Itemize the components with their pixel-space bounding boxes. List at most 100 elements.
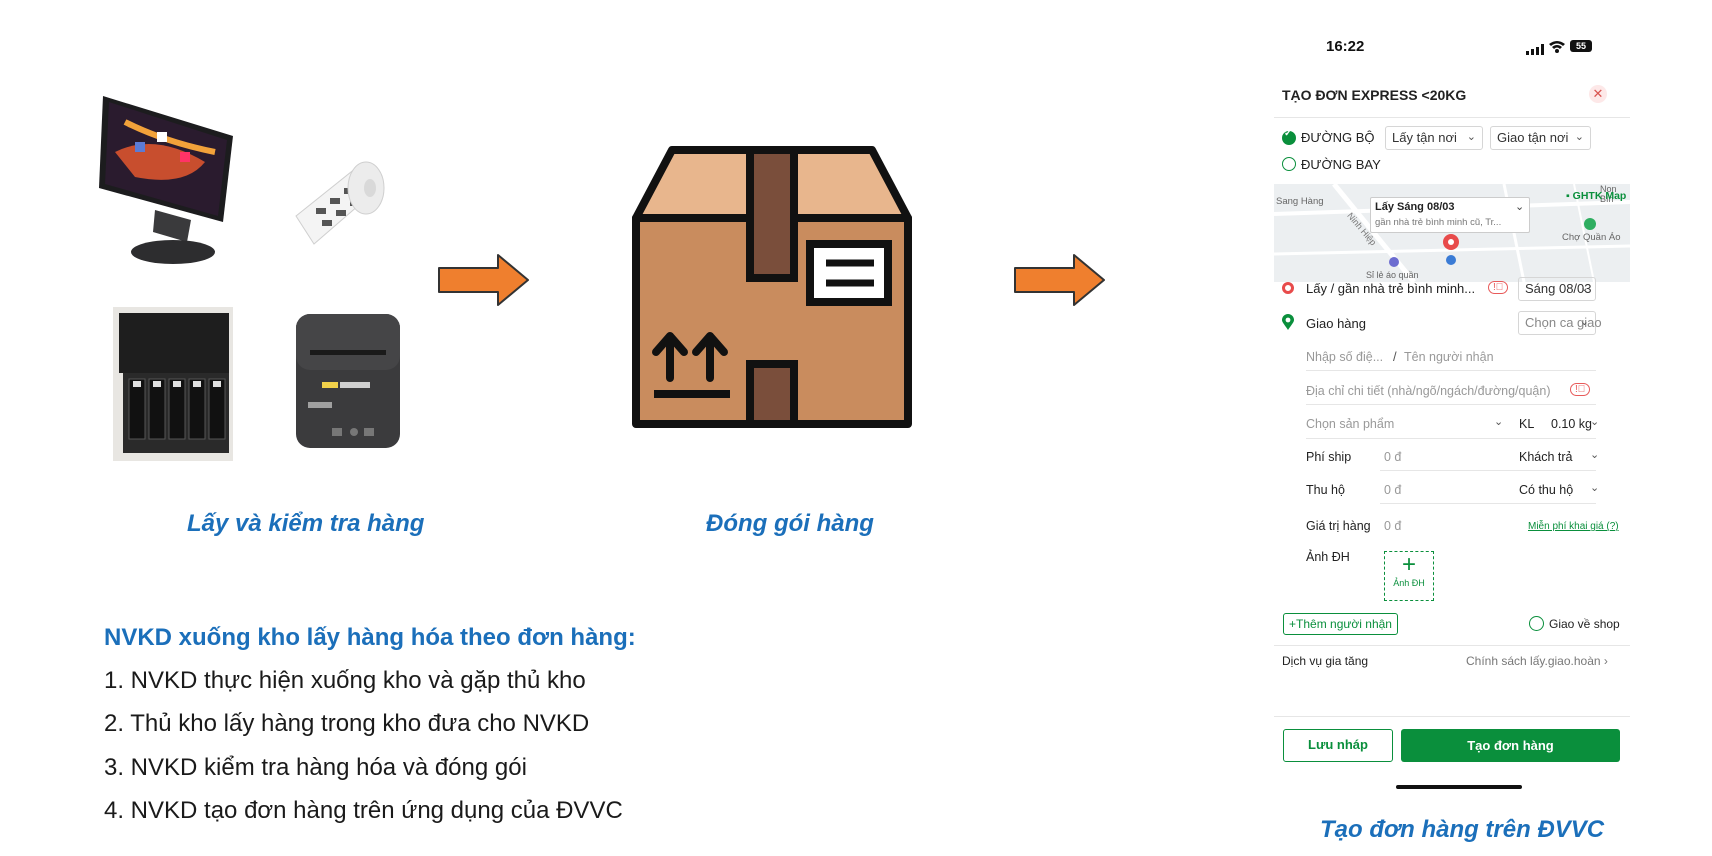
ship-fee-label: Phí ship <box>1306 450 1352 464</box>
return-shop-radio[interactable] <box>1529 616 1544 631</box>
shift-select[interactable]: Chọn ca giao⌄ <box>1518 311 1602 335</box>
divider <box>1380 470 1596 471</box>
chevron-down-icon: ⌄ <box>1590 449 1600 461</box>
address-input[interactable]: Địa chỉ chi tiết (nhà/ngõ/ngách/đường/qu… <box>1306 384 1551 398</box>
shift-value: Chọn ca giao <box>1525 315 1602 330</box>
services-link-text: Chính sách lấy.giao.hoàn <box>1466 654 1601 668</box>
ship-fee-value[interactable]: 0 đ <box>1384 450 1402 464</box>
divider <box>1274 716 1630 717</box>
chevron-down-icon: ⌄ <box>1574 131 1584 143</box>
pickup-pin-icon <box>1282 282 1294 294</box>
return-shop-label: Giao về shop <box>1549 617 1620 631</box>
phone-number-input[interactable]: Nhập số điệ... <box>1306 350 1384 364</box>
status-time: 16:22 <box>1326 38 1365 55</box>
home-indicator <box>1396 785 1522 789</box>
chevron-down-icon: ⌄ <box>1515 201 1525 213</box>
delivery-method-value: Giao tận nơi <box>1497 130 1569 145</box>
free-declare-link[interactable]: Miễn phí khai giá (?) <box>1528 521 1619 532</box>
caption-create-order: Tạo đơn hàng trên ĐVVC <box>1320 816 1605 843</box>
chevron-down-icon: ⌄ <box>1590 482 1600 494</box>
chevron-down-icon: ⌄ <box>1494 416 1504 428</box>
pickup-method-select[interactable]: Lấy tận nơi ⌄ <box>1385 126 1483 150</box>
add-photo-button[interactable]: + Ảnh ĐH <box>1384 551 1434 601</box>
receipt-printer-image <box>292 306 404 452</box>
cod-select[interactable]: Có thu hộ <box>1519 483 1574 497</box>
add-photo-label: Ảnh ĐH <box>1393 578 1425 588</box>
separator: / <box>1393 349 1397 364</box>
plus-icon: + <box>1289 617 1297 631</box>
caption-pick-check: Lấy và kiểm tra hàng <box>187 510 425 537</box>
create-order-button[interactable]: Tạo đơn hàng <box>1401 729 1620 762</box>
pickup-address[interactable]: Lấy / gần nhà trẻ bình minh... <box>1306 281 1476 296</box>
close-icon[interactable]: ✕ <box>1589 85 1607 103</box>
pickup-date-select[interactable]: Sáng 08/03⌄ <box>1518 277 1596 301</box>
weight-label: KL <box>1519 417 1535 431</box>
map-brand-text: GHTK Map <box>1572 190 1627 202</box>
divider <box>1306 370 1596 371</box>
divider <box>1306 404 1596 405</box>
cash-drawer-image <box>113 307 233 461</box>
add-receiver-button[interactable]: +Thêm người nhận <box>1283 613 1398 635</box>
services-link[interactable]: Chính sách lấy.giao.hoàn › <box>1466 654 1608 668</box>
air-radio[interactable] <box>1282 157 1296 171</box>
divider <box>1380 503 1596 504</box>
chevron-right-icon: › <box>1603 654 1608 668</box>
step-item: 4. NVKD tạo đơn hàng trên ứng dụng của Đ… <box>104 797 623 824</box>
delivery-label: Giao hàng <box>1306 316 1366 331</box>
product-select[interactable]: Chọn sản phẩm <box>1306 417 1395 431</box>
cod-value[interactable]: 0 đ <box>1384 483 1402 497</box>
map-popup-title: Lấy Sáng 08/03 <box>1375 201 1455 213</box>
order-photo-label: Ảnh ĐH <box>1306 550 1350 564</box>
check-icon: ✓ <box>1284 128 1293 139</box>
steps-title: NVKD xuống kho lấy hàng hóa theo đơn hàn… <box>104 624 636 651</box>
warning-badge-icon: !⃝ <box>1570 383 1591 396</box>
pos-terminal-image <box>95 92 241 270</box>
chevron-down-icon: ⌄ <box>1466 131 1476 143</box>
map-popup[interactable]: Lấy Sáng 08/03 gần nhà trẻ bình minh cũ,… <box>1370 197 1530 233</box>
caption-packing: Đóng gói hàng <box>706 510 874 537</box>
divider <box>1274 645 1630 646</box>
map-view[interactable]: Sang Hàng Ninh Hiệp Chợ Quần Áo Sỉ lẻ áo… <box>1274 184 1630 282</box>
phone-screen: 16:22 55 TẠO ĐƠN EXPRESS <20KG ✕ ✓ ĐƯỜNG… <box>1270 0 1634 800</box>
chevron-down-icon: ⌄ <box>1590 416 1600 428</box>
form-title: TẠO ĐƠN EXPRESS <20KG <box>1282 87 1467 103</box>
map-label: Sang Hàng <box>1276 196 1324 207</box>
weight-value[interactable]: 0.10 kg <box>1551 417 1593 431</box>
payer-select[interactable]: Khách trả <box>1519 450 1573 464</box>
battery-icon: 55 <box>1570 40 1592 52</box>
step-item: 2. Thủ kho lấy hàng trong kho đưa cho NV… <box>104 710 590 737</box>
pickup-method-value: Lấy tận nơi <box>1392 130 1457 145</box>
arrow-right-icon <box>436 252 532 308</box>
cod-label: Thu hộ <box>1306 483 1345 497</box>
signal-icon <box>1526 42 1544 60</box>
add-receiver-label: Thêm người nhận <box>1296 617 1392 631</box>
save-draft-button[interactable]: Lưu nháp <box>1283 729 1393 762</box>
pickup-date-value: Sáng 08/03 <box>1525 281 1592 296</box>
label-roll-image <box>286 158 390 254</box>
arrow-right-icon <box>1012 252 1108 308</box>
road-label: ĐƯỜNG BỘ <box>1301 130 1375 145</box>
air-label: ĐƯỜNG BAY <box>1301 157 1381 172</box>
delivery-method-select[interactable]: Giao tận nơi ⌄ <box>1490 126 1591 150</box>
map-label: Sỉ lẻ áo quần <box>1366 270 1419 280</box>
plus-icon: + <box>1401 551 1416 578</box>
step-item: 3. NVKD kiểm tra hàng hóa và đóng gói <box>104 754 527 781</box>
warning-badge-icon: !⃝ <box>1488 281 1509 294</box>
goods-value-input[interactable]: 0 đ <box>1384 519 1402 533</box>
car-icon: ▪ <box>1566 190 1570 202</box>
map-label: Chợ Quần Áo <box>1562 232 1621 243</box>
road-radio[interactable] <box>1282 131 1296 145</box>
step-item: 1. NVKD thực hiện xuống kho và gặp thủ k… <box>104 667 586 694</box>
divider <box>1306 438 1596 439</box>
map-label: Non Bìn <box>1600 184 1617 204</box>
goods-value-label: Giá trị hàng <box>1306 519 1371 533</box>
chevron-down-icon: ⌄ <box>1579 316 1589 328</box>
delivery-pin-icon <box>1282 314 1294 335</box>
services-label: Dịch vụ gia tăng <box>1282 654 1369 668</box>
wifi-icon <box>1548 40 1566 58</box>
map-popup-subtitle: gần nhà trẻ bình minh cũ, Tr... <box>1375 217 1502 228</box>
receiver-name-input[interactable]: Tên người nhận <box>1404 350 1494 364</box>
map-brand: ▪ GHTK Map <box>1566 190 1626 202</box>
package-box-icon <box>630 146 914 428</box>
divider <box>1274 117 1630 118</box>
